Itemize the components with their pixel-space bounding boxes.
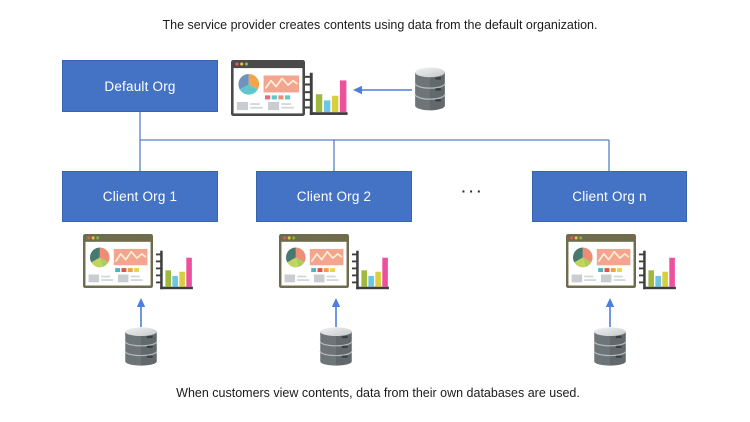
default-org-label: Default Org bbox=[104, 78, 176, 94]
database-icon-default bbox=[414, 66, 446, 111]
caption-top: The service provider creates contents us… bbox=[162, 18, 598, 32]
arrow-db-to-dashboard-default bbox=[353, 85, 412, 95]
database-icon-client-1 bbox=[124, 326, 158, 367]
browser-dashboard-icon-client-n bbox=[565, 233, 637, 289]
database-icon-client-2 bbox=[319, 326, 353, 367]
client-org-1-box: Client Org 1 bbox=[62, 171, 218, 222]
client-org-n-box: Client Org n bbox=[532, 171, 687, 222]
browser-dashboard-icon-client-1 bbox=[82, 233, 154, 289]
clients-ellipsis: ··· bbox=[461, 183, 485, 199]
browser-dashboard-icon-client-2 bbox=[278, 233, 350, 289]
bar-chart-icon-client-2 bbox=[352, 250, 389, 290]
arrow-db-to-dashboard-client-2 bbox=[331, 298, 341, 327]
client-org-2-box: Client Org 2 bbox=[256, 171, 412, 222]
default-org-box: Default Org bbox=[62, 60, 218, 112]
arrow-db-to-dashboard-client-1 bbox=[136, 298, 146, 327]
bar-chart-icon-client-n bbox=[639, 250, 676, 290]
browser-dashboard-icon-default bbox=[230, 59, 306, 117]
client-org-2-label: Client Org 2 bbox=[296, 189, 372, 204]
caption-bottom: When customers view contents, data from … bbox=[176, 386, 580, 400]
arrow-db-to-dashboard-client-n bbox=[605, 298, 615, 327]
database-icon-client-n bbox=[593, 326, 627, 367]
bar-chart-icon-client-1 bbox=[156, 250, 193, 290]
org-tree-connector bbox=[139, 112, 610, 171]
client-org-1-label: Client Org 1 bbox=[102, 189, 178, 204]
bar-chart-icon-default bbox=[305, 72, 348, 115]
client-org-n-label: Client Org n bbox=[572, 189, 647, 204]
